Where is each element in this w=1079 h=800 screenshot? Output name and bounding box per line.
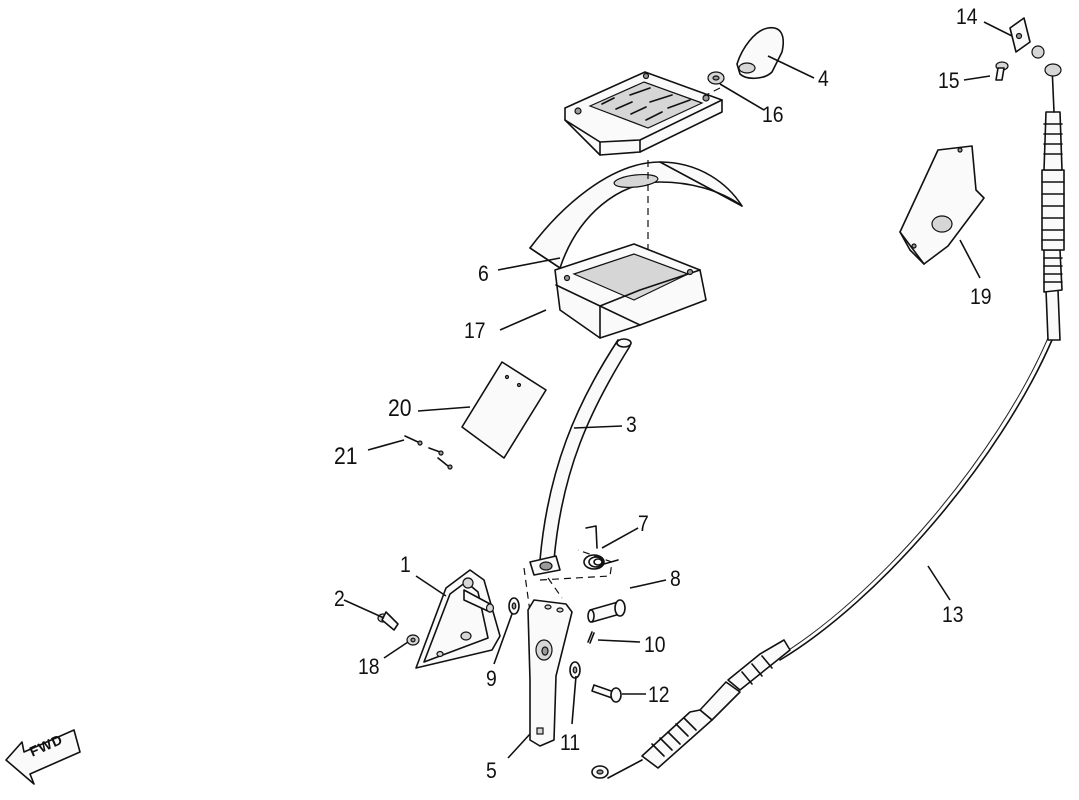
- callout-9: 9: [486, 666, 497, 691]
- part-18-washer: [406, 634, 420, 646]
- part-12-bolt: [591, 684, 622, 703]
- part-7-spring: [583, 525, 619, 570]
- part-17-bezel-frame: [554, 243, 707, 339]
- part-19-cable-bracket: [899, 145, 985, 265]
- callout-3: 3: [626, 412, 637, 437]
- callout-7: 7: [638, 511, 649, 536]
- part-2-bolt: [377, 611, 399, 631]
- callout-12: 12: [648, 682, 670, 707]
- callout-16: 16: [762, 102, 784, 127]
- callout-20: 20: [388, 395, 412, 422]
- callout-8: 8: [670, 566, 681, 591]
- part-11-washer: [569, 661, 581, 679]
- callout-11: 11: [560, 730, 581, 755]
- callout-5: 5: [486, 758, 497, 783]
- callout-4: 4: [818, 66, 829, 91]
- callout-6: 6: [478, 261, 489, 286]
- callout-15: 15: [938, 68, 960, 93]
- part-13-shift-cable: [591, 63, 1065, 779]
- callout-19: 19: [970, 284, 992, 309]
- leader-lines: [343, 21, 1013, 759]
- part-10-cotter-pin: [587, 631, 595, 644]
- assembly-lines: [523, 87, 721, 613]
- part-1-bracket: [415, 569, 501, 669]
- part-21-pins: [404, 435, 453, 470]
- callout-18: 18: [358, 654, 380, 679]
- arrow-left-icon: [5, 729, 81, 785]
- part-15-bolt: [995, 61, 1009, 81]
- callout-21: 21: [334, 443, 358, 470]
- part-8-pin-bolt: [587, 599, 626, 623]
- callout-17: 17: [464, 318, 486, 343]
- part-14-clip: [1009, 17, 1045, 59]
- callout-14: 14: [956, 4, 978, 29]
- callout-13: 13: [942, 602, 964, 627]
- shift-gate-plate: [564, 71, 723, 156]
- part-16-nut: [707, 71, 725, 85]
- part-6-shift-cover: [529, 161, 743, 269]
- part-9-washer: [508, 597, 520, 615]
- part-3-shift-lever: [529, 338, 632, 576]
- part-4-shift-knob: [736, 26, 784, 80]
- part-20-pad: [461, 361, 547, 459]
- callout-1: 1: [400, 552, 411, 577]
- callout-10: 10: [644, 632, 666, 657]
- callout-2: 2: [334, 586, 345, 611]
- part-5-lever-arm: [527, 599, 573, 747]
